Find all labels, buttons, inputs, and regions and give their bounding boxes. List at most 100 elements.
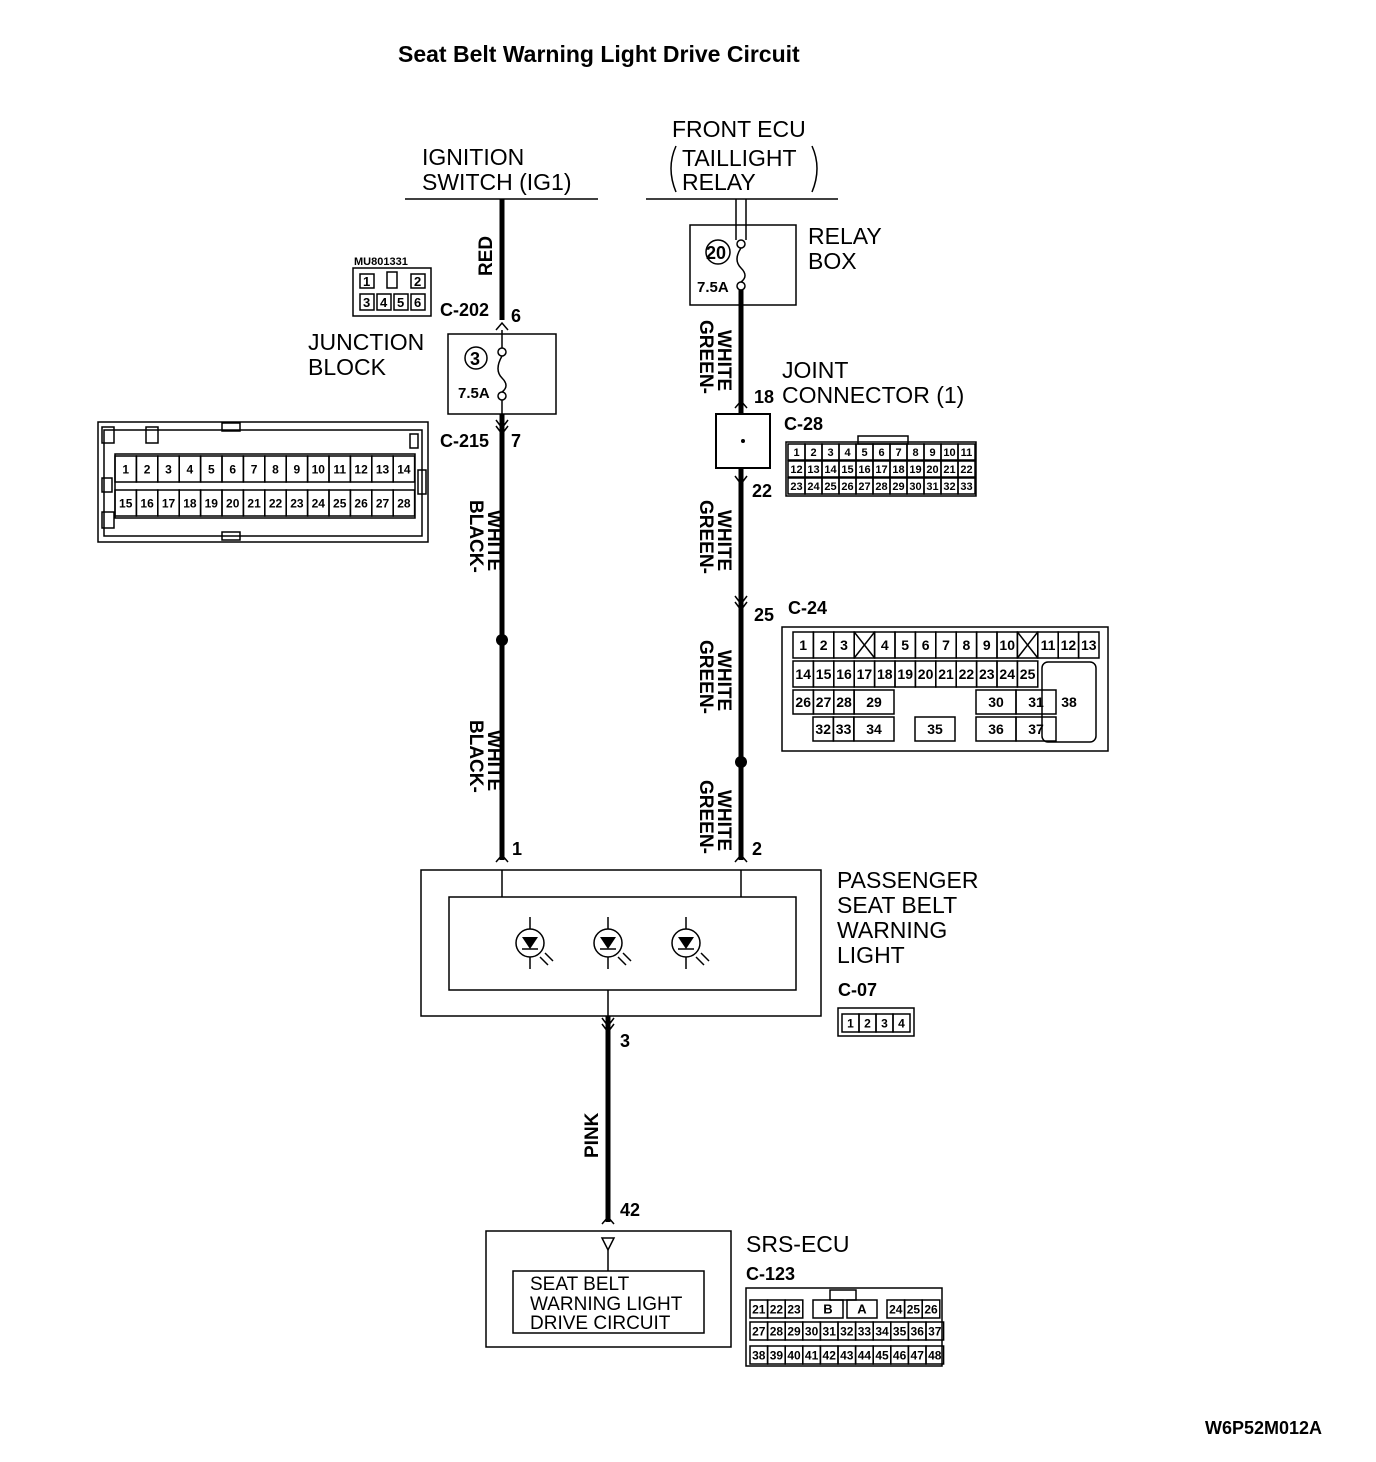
c24-row1-cell: 1 [799, 637, 807, 653]
c123-frame [745, 1287, 943, 1367]
c28-row3-cell: 30 [909, 481, 921, 493]
c215-row1-cell: 4 [187, 462, 194, 476]
ignition-label-1: IGNITION [422, 144, 524, 170]
c28-row2-cell: 13 [807, 464, 819, 476]
c24-row3-cell: 27 [816, 694, 832, 710]
c28-row2-cell: 15 [841, 464, 853, 476]
c202-cell-4: 4 [380, 295, 388, 310]
c28-row3-cell: 26 [841, 481, 853, 493]
c24-row1-cell: 7 [942, 637, 950, 653]
c24-label: C-24 [788, 598, 827, 618]
passenger-light-outer-box [420, 869, 822, 1017]
c24-row2-cell: 18 [877, 666, 893, 682]
fuse-3-symbol [497, 330, 507, 414]
passenger-label-3: WARNING [837, 917, 947, 943]
wire-label-gw-1a: GREEN- [695, 320, 716, 394]
paren-left [670, 145, 677, 193]
c24-row1-cell: 9 [983, 637, 991, 653]
wire-label-gw-4a: GREEN- [695, 780, 716, 854]
c07-label: C-07 [838, 980, 877, 1000]
c28-row1-cell: 1 [793, 447, 799, 459]
wire-label-gw-4b: WHITE [713, 790, 734, 851]
c28-row3-cell: 23 [790, 481, 802, 493]
c202-pin: 6 [511, 306, 521, 326]
c24-row2-cell: 21 [938, 666, 954, 682]
c24-row1-cell: 8 [963, 637, 971, 653]
srs-input-symbol [600, 1237, 616, 1252]
splice-right [735, 756, 747, 768]
c28-row1-cell: 11 [961, 447, 973, 459]
c215-row2-cell: 17 [162, 496, 176, 510]
led-3-triangle [678, 937, 694, 949]
c202-cell-3: 3 [363, 295, 370, 310]
c24-row3-cell: 26 [795, 694, 811, 710]
c215-row1-cell: 14 [397, 462, 411, 476]
part-number: MU801331 [354, 256, 408, 268]
c24-row1-cell: 2 [820, 637, 828, 653]
fuse-3-number: 3 [470, 349, 480, 369]
paren-right [811, 145, 818, 193]
c28-row2-cell: 12 [790, 464, 802, 476]
c123-row3-cell: 42 [823, 1348, 837, 1362]
c07-cell: 3 [881, 1016, 888, 1030]
c215-pin: 7 [511, 431, 521, 451]
c24-row1-cell: 3 [840, 637, 848, 653]
c28-row2-cell: 18 [892, 464, 904, 476]
c123-row1a-cell: 23 [787, 1302, 801, 1316]
led-2-ray-1 [617, 956, 627, 966]
c215-row2-cell: 18 [183, 496, 197, 510]
c28-row1-cell: 8 [912, 447, 918, 459]
wire-label-gw-3b: WHITE [713, 650, 734, 711]
joint-label-2: CONNECTOR (1) [782, 382, 964, 408]
c24-row4b-cell: 34 [866, 721, 882, 737]
c202-cell-2: 2 [414, 274, 421, 289]
c123-row1c-cell: A [857, 1302, 867, 1317]
c215-row1-cell: 2 [144, 462, 151, 476]
pin-1-arrow [495, 853, 509, 863]
c24-row1-cell: 5 [901, 637, 909, 653]
led-group [515, 917, 710, 969]
c24-row1-cell: 6 [922, 637, 930, 653]
wire-label-gw-2b: WHITE [713, 510, 734, 571]
c123-row3-cell: 47 [911, 1348, 925, 1362]
c24-row1-cell: 11 [1041, 637, 1056, 653]
c123-row2-cell: 31 [823, 1324, 837, 1338]
c24-big-box [1041, 661, 1097, 743]
c123-row1d-box [921, 1299, 941, 1319]
drive-circuit-1: SEAT BELT [530, 1274, 630, 1295]
c24-frame [781, 626, 1109, 752]
c215-row2-cell: 21 [247, 496, 261, 510]
c215-row2-cell: 25 [333, 496, 347, 510]
c28-key [857, 435, 909, 445]
joint-dot [741, 439, 745, 443]
wire-label-bw-2b: WHITE [483, 730, 504, 791]
c28-row1-cell: 5 [861, 447, 867, 459]
c24-row2-cell: 25 [1020, 666, 1036, 682]
c123-row2-cell: 34 [875, 1324, 889, 1338]
c24-row4c-cell: 35 [927, 721, 943, 737]
c24-row4d-box [1015, 716, 1057, 742]
joint-arrow-out [734, 475, 748, 486]
relay-box-label-2: BOX [808, 248, 857, 274]
c24-row1-cell: 10 [999, 637, 1015, 653]
joint-pin-in: 18 [754, 387, 774, 407]
c123-row3-cell: 40 [787, 1348, 801, 1362]
joint-label-1: JOINT [782, 357, 848, 383]
c28-row1-box [957, 443, 976, 461]
c123-row1d-cell: 25 [907, 1302, 921, 1316]
led-1-triangle [522, 937, 538, 949]
c215-row1-cell: 7 [251, 462, 258, 476]
joint-arrow-in [734, 399, 748, 409]
wire-label-bw-1b: WHITE [483, 510, 504, 571]
c215-row2-cell: 16 [140, 496, 154, 510]
c123-row3-box [925, 1345, 945, 1365]
c215-row2-cell: 19 [205, 496, 219, 510]
c28-row3-cell: 28 [875, 481, 887, 493]
c123-row3-cell: 38 [752, 1348, 766, 1362]
pin-42-arrow [601, 1215, 615, 1225]
drive-circuit-3: DRIVE CIRCUIT [530, 1313, 671, 1334]
